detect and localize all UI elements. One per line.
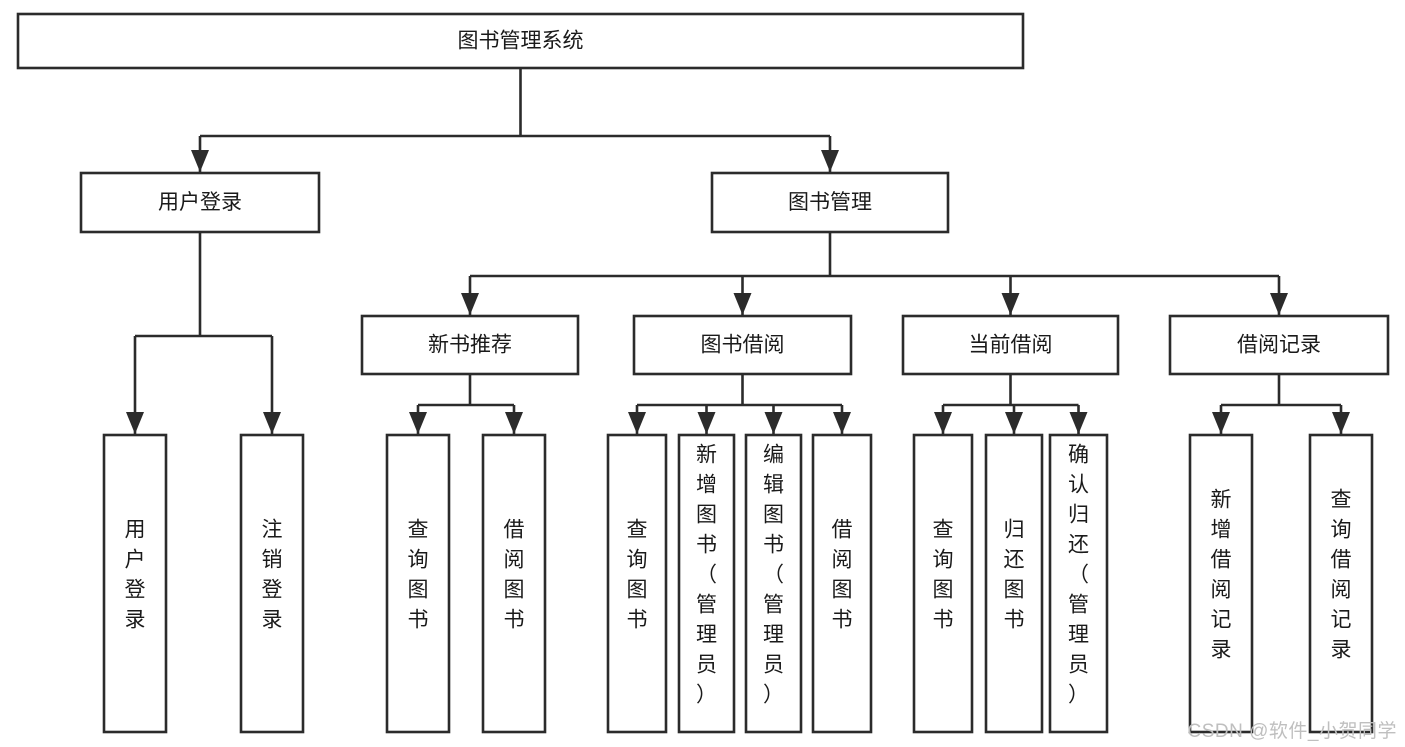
arrow-head-icon — [764, 412, 783, 434]
node-确认归还管理员[interactable]: 确认归还（管理员） — [1048, 433, 1109, 734]
node-box-确认归还管理员[interactable] — [1048, 433, 1109, 734]
node-label-新书推荐: 新书推荐 — [428, 334, 512, 357]
node-box-查询图书[interactable] — [385, 433, 451, 734]
arrow-head-icon — [1005, 412, 1023, 434]
node-label-图书管理系统: 图书管理系统 — [458, 30, 584, 53]
node-查询图书[interactable]: 查询图书 — [385, 433, 451, 734]
arrow-head-icon — [833, 412, 851, 434]
node-box-查询借阅记录[interactable] — [1308, 433, 1374, 734]
node-box-用户登录[interactable] — [102, 433, 168, 734]
node-box-归还图书[interactable] — [984, 433, 1044, 734]
node-box-借阅图书[interactable] — [481, 433, 547, 734]
node-借阅图书[interactable]: 借阅图书 — [811, 433, 873, 734]
node-label-图书借阅: 图书借阅 — [701, 334, 785, 357]
node-label-当前借阅: 当前借阅 — [969, 334, 1053, 357]
node-新增图书管理员[interactable]: 新增图书（管理员） — [677, 433, 736, 734]
node-label-查询图书: 查询图书 — [408, 518, 429, 631]
node-label-借阅记录: 借阅记录 — [1237, 334, 1321, 357]
node-当前借阅[interactable]: 当前借阅 — [901, 314, 1120, 376]
node-box-新书推荐[interactable] — [360, 314, 580, 376]
node-借阅图书[interactable]: 借阅图书 — [481, 433, 547, 734]
arrow-head-icon — [733, 293, 752, 315]
node-查询图书[interactable]: 查询图书 — [606, 433, 668, 734]
node-新增借阅记录[interactable]: 新增借阅记录 — [1188, 433, 1254, 734]
node-label-查询图书: 查询图书 — [933, 518, 954, 631]
node-box-查询图书[interactable] — [606, 433, 668, 734]
arrow-head-icon — [697, 412, 716, 434]
node-box-借阅图书[interactable] — [811, 433, 873, 734]
node-label-确认归还管理员: 确认归还（管理员） — [1068, 443, 1089, 706]
arrow-head-icon — [409, 412, 427, 434]
node-查询借阅记录[interactable]: 查询借阅记录 — [1308, 433, 1374, 734]
arrow-head-icon — [1270, 293, 1288, 315]
edges-layer — [126, 68, 1350, 434]
node-新书推荐[interactable]: 新书推荐 — [360, 314, 580, 376]
node-图书管理[interactable]: 图书管理 — [710, 171, 950, 234]
arrow-head-icon — [1069, 412, 1088, 434]
arrow-head-icon — [505, 412, 523, 434]
arrow-head-icon — [191, 150, 209, 172]
node-box-新增图书管理员[interactable] — [677, 433, 736, 734]
node-label-新增图书管理员: 新增图书（管理员） — [696, 443, 717, 706]
node-label-查询图书: 查询图书 — [627, 518, 648, 631]
node-box-编辑图书管理员[interactable] — [744, 433, 803, 734]
arrow-head-icon — [934, 412, 952, 434]
node-图书借阅[interactable]: 图书借阅 — [632, 314, 853, 376]
node-box-用户登录[interactable] — [79, 171, 321, 234]
node-label-归还图书: 归还图书 — [1004, 518, 1025, 631]
node-借阅记录[interactable]: 借阅记录 — [1168, 314, 1390, 376]
node-box-新增借阅记录[interactable] — [1188, 433, 1254, 734]
node-label-用户登录: 用户登录 — [158, 191, 242, 214]
node-编辑图书管理员[interactable]: 编辑图书（管理员） — [744, 433, 803, 734]
node-box-当前借阅[interactable] — [901, 314, 1120, 376]
arrow-head-icon — [1332, 412, 1350, 434]
node-label-用户登录: 用户登录 — [125, 518, 146, 631]
node-label-注销登录: 注销登录 — [262, 518, 283, 631]
node-box-借阅记录[interactable] — [1168, 314, 1390, 376]
arrow-head-icon — [126, 412, 144, 434]
arrow-head-icon — [821, 150, 839, 172]
node-图书管理系统[interactable]: 图书管理系统 — [16, 12, 1025, 70]
node-box-注销登录[interactable] — [239, 433, 305, 734]
node-label-借阅图书: 借阅图书 — [504, 518, 525, 631]
node-label-图书管理: 图书管理 — [788, 191, 872, 214]
node-box-图书借阅[interactable] — [632, 314, 853, 376]
node-用户登录[interactable]: 用户登录 — [79, 171, 321, 234]
arrow-head-icon — [461, 293, 479, 315]
nodes-layer: 图书管理系统用户登录图书管理新书推荐图书借阅当前借阅借阅记录用户登录注销登录查询… — [16, 12, 1390, 734]
arrow-head-icon — [1001, 293, 1020, 315]
arrow-head-icon — [1212, 412, 1230, 434]
node-label-编辑图书管理员: 编辑图书（管理员） — [763, 443, 784, 706]
node-label-查询借阅记录: 查询借阅记录 — [1331, 488, 1352, 661]
node-归还图书[interactable]: 归还图书 — [984, 433, 1044, 734]
arrow-head-icon — [263, 412, 281, 434]
node-用户登录[interactable]: 用户登录 — [102, 433, 168, 734]
node-label-新增借阅记录: 新增借阅记录 — [1211, 488, 1232, 661]
node-查询图书[interactable]: 查询图书 — [912, 433, 974, 734]
node-box-图书管理[interactable] — [710, 171, 950, 234]
node-box-查询图书[interactable] — [912, 433, 974, 734]
arrow-head-icon — [628, 412, 646, 434]
node-label-借阅图书: 借阅图书 — [832, 518, 853, 631]
node-注销登录[interactable]: 注销登录 — [239, 433, 305, 734]
node-box-图书管理系统[interactable] — [16, 12, 1025, 70]
